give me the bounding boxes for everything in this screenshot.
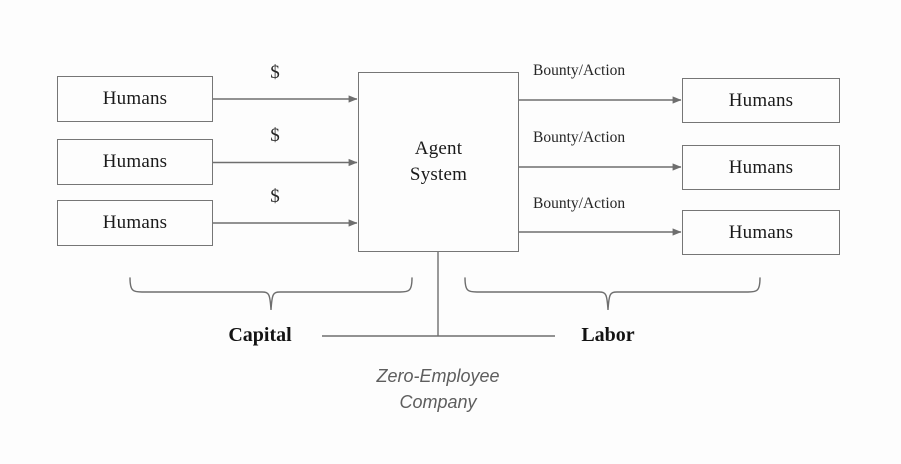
center-node-agent-system[interactable]: Agent System: [358, 72, 519, 252]
left-node-humans-2[interactable]: Humans: [57, 139, 213, 185]
left-node-label-1: Humans: [102, 88, 168, 109]
inbound-edge-label-1: $: [270, 62, 280, 83]
left-node-humans-1[interactable]: Humans: [57, 76, 213, 122]
left-node-humans-3[interactable]: Humans: [57, 200, 213, 246]
inbound-edge-label-2: $: [270, 125, 280, 146]
group-label-capital: Capital: [228, 324, 292, 346]
group-label-labor: Labor: [581, 324, 635, 346]
right-node-humans-1[interactable]: Humans: [682, 78, 840, 123]
inbound-edge-label-3: $: [270, 186, 280, 207]
capital-brace: [129, 277, 413, 311]
left-node-label-3: Humans: [102, 212, 168, 233]
left-node-label-2: Humans: [102, 151, 168, 172]
center-node-label-line2: System: [409, 164, 468, 185]
right-node-label-1: Humans: [728, 89, 794, 111]
right-node-humans-2[interactable]: Humans: [682, 145, 840, 190]
outbound-edge-label-1: Bounty/Action: [533, 62, 626, 79]
diagram-caption: Zero-Employee Company: [376, 366, 500, 412]
right-node-label-3: Humans: [728, 221, 794, 243]
outbound-edge-label-3: Bounty/Action: [533, 195, 626, 212]
right-node-label-2: Humans: [728, 156, 794, 178]
center-node-label-line1: Agent: [414, 137, 463, 159]
labor-brace: [464, 277, 761, 311]
outbound-edge-label-2: Bounty/Action: [533, 129, 626, 146]
right-node-humans-3[interactable]: Humans: [682, 210, 840, 255]
